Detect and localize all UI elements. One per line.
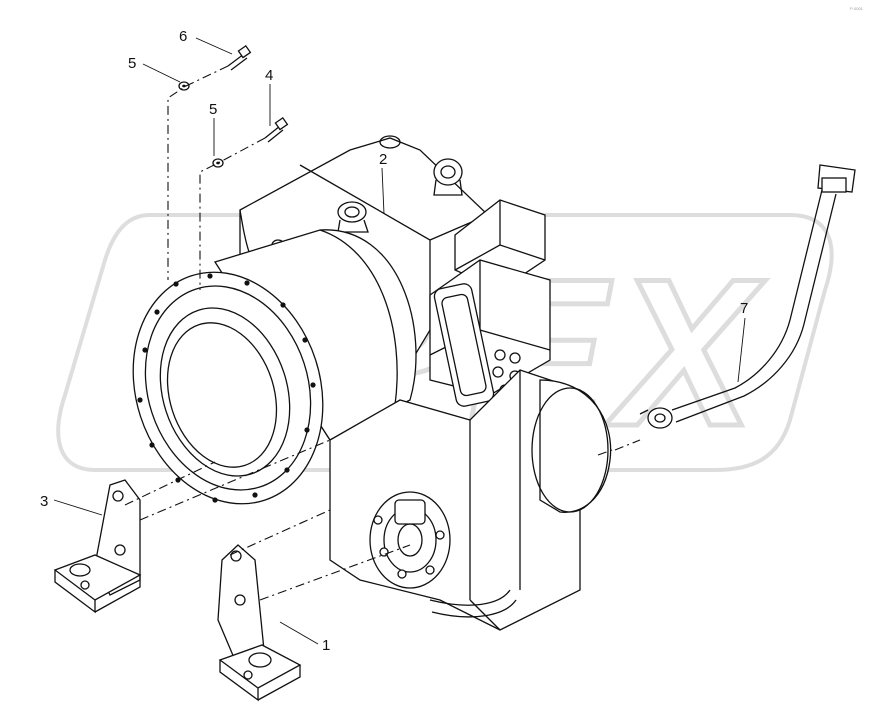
callout-labels: 1 2 3 4 5 5 6 7 — [40, 28, 748, 654]
flange-bolt-holes — [137, 273, 316, 503]
callout-5-lower: 5 — [209, 101, 217, 118]
callout-5-upper: 5 — [128, 55, 136, 72]
callout-3: 3 — [40, 493, 48, 510]
corner-mark: P-0001 — [850, 6, 864, 11]
callout-1: 1 — [322, 637, 330, 654]
callout-7: 7 — [740, 300, 748, 317]
oil-pipe — [639, 164, 856, 429]
callout-2: 2 — [379, 151, 387, 168]
mounting-bracket-left — [53, 479, 142, 614]
assembly-lines — [124, 65, 641, 601]
mounting-bracket-right — [217, 544, 302, 702]
bolt-6 — [227, 44, 252, 71]
bolt-4 — [264, 116, 289, 143]
callout-6: 6 — [179, 28, 187, 45]
washer-5-lower — [212, 158, 224, 168]
gearbox-housing — [132, 135, 612, 631]
leader-lines — [53, 37, 746, 645]
callout-4: 4 — [265, 67, 273, 84]
washer-5-top — [178, 81, 190, 91]
